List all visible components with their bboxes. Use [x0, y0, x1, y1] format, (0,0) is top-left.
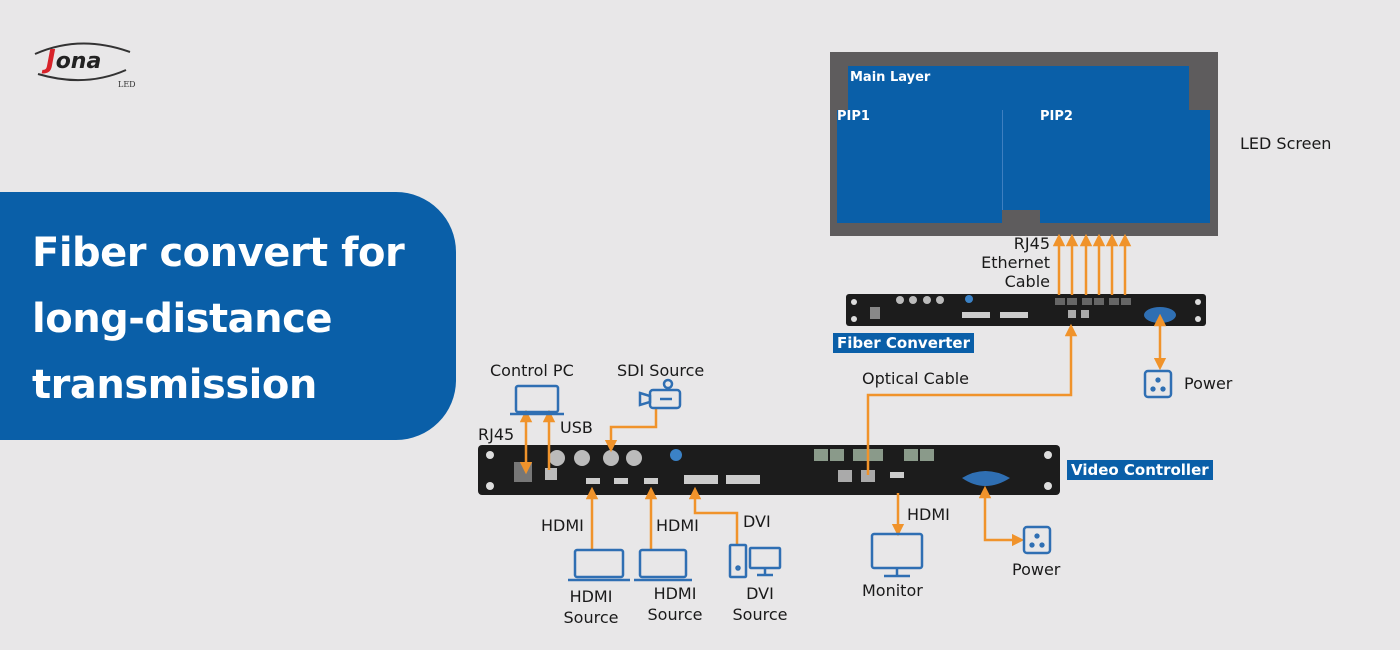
pip1-label: PIP1 [837, 109, 870, 124]
laptop-icon-hdmi-source-1 [568, 548, 630, 582]
banner-line-2: long-distance [32, 296, 332, 342]
pip2-window [1002, 110, 1210, 223]
sdi-source-label: SDI Source [617, 361, 705, 380]
logo-ona: ona [55, 49, 102, 74]
logo-j: J [46, 45, 56, 75]
main-layer [848, 66, 1189, 111]
ethernet-cable-label: RJ45 Ethernet Cable [981, 234, 1050, 291]
pip2-label: PIP2 [1040, 109, 1073, 124]
rj45-label: RJ45 [478, 425, 515, 444]
screen-gap [1002, 210, 1040, 223]
monitor-hdmi-label: HDMI [907, 505, 950, 524]
hdmi-cable-label-2: HDMI [656, 516, 699, 535]
led-screen-label: LED Screen [1240, 134, 1332, 153]
hdmi-cable-label-1: HDMI [541, 516, 584, 535]
power-outlet-icon-vc [1022, 525, 1052, 555]
fiber-power-label: Power [1184, 374, 1233, 393]
pip1-window [837, 110, 1002, 223]
vc-power-label: Power [1012, 560, 1061, 579]
control-pc-label: Control PC [490, 361, 574, 380]
banner-line-3: transmission [32, 362, 317, 408]
main-layer-label: Main Layer [850, 70, 931, 85]
led-screen: Main Layer PIP1 PIP2 [830, 52, 1218, 236]
fiber-converter-tag: Fiber Converter [833, 333, 975, 353]
optical-cable-label: Optical Cable [862, 369, 970, 388]
vc-sdi-port [603, 450, 619, 466]
title-banner: Fiber convert for long-distance transmis… [0, 192, 456, 440]
fiber-converter-device [846, 294, 1206, 326]
power-outlet-icon-fiber [1143, 369, 1173, 399]
vc-rj45-port [514, 462, 532, 482]
vc-optical-port [861, 470, 875, 482]
logo-text: Jona [46, 45, 101, 75]
video-controller-device [478, 445, 1060, 495]
cable-arrows [519, 233, 1167, 550]
logo-sub: LED [118, 80, 136, 89]
monitor-icon [870, 532, 924, 578]
monitor-label: Monitor [862, 581, 923, 600]
laptop-icon-control-pc [510, 384, 564, 416]
banner-title: Fiber convert for long-distance transmis… [32, 220, 405, 418]
vc-usb-port [545, 468, 557, 480]
logo-swoosh-icon [34, 42, 131, 82]
vc-power-socket [962, 471, 1010, 486]
banner-line-1: Fiber convert for [32, 230, 405, 276]
dvi-cable-label: DVI [743, 512, 771, 531]
fiber-converter-rj45-ports [1055, 298, 1131, 305]
video-controller-tag: Video Controller [1067, 460, 1213, 480]
usb-label: USB [560, 418, 593, 437]
camera-icon-sdi-source [638, 378, 682, 410]
jona-logo: Jona LED [30, 36, 140, 92]
laptop-icon-hdmi-source-2 [634, 548, 692, 582]
desktop-icon-dvi-source [728, 543, 782, 579]
